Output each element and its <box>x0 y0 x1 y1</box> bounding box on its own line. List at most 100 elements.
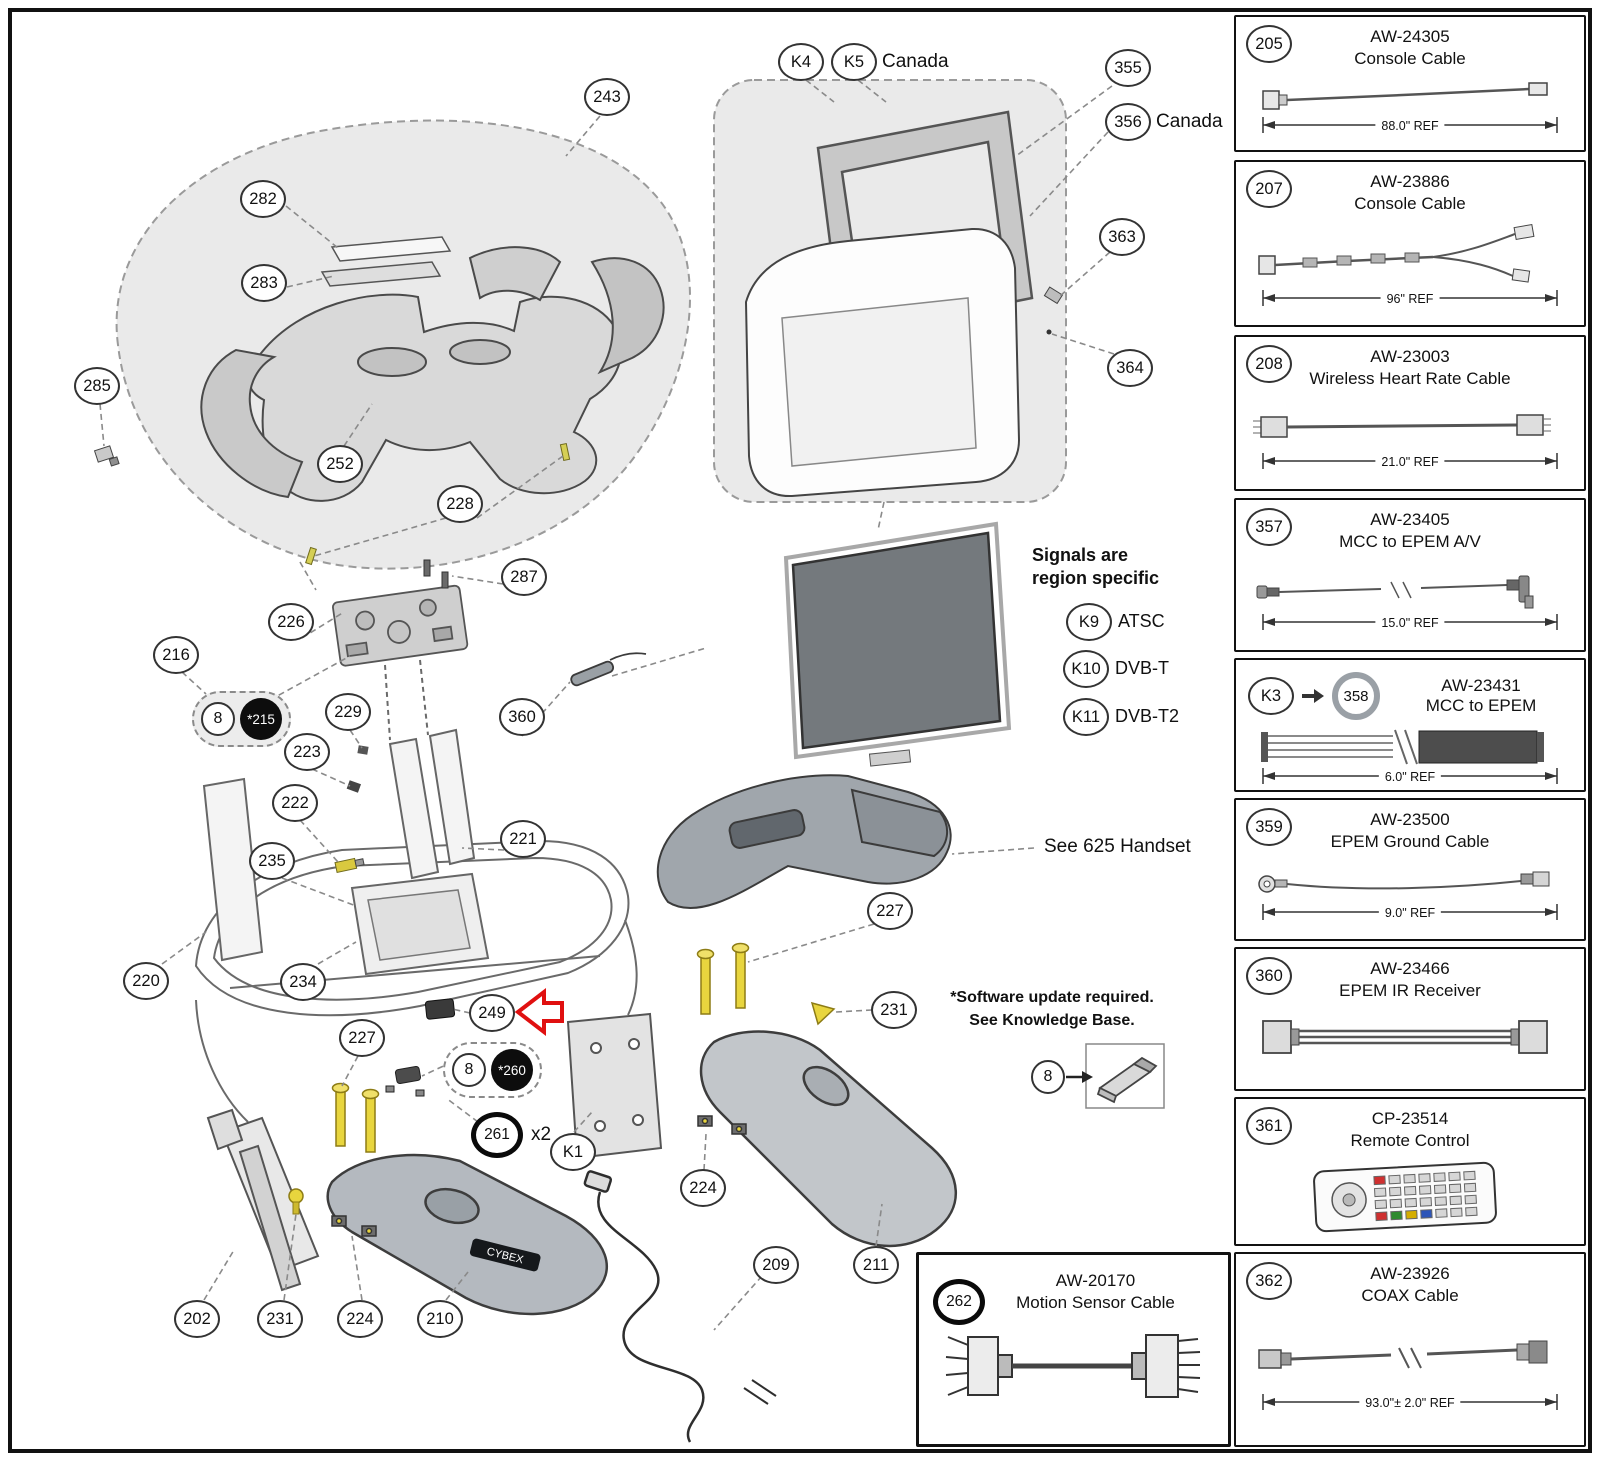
part-number-360: AW-23466 <box>1370 959 1450 978</box>
callout-k11: K11 <box>1063 698 1109 736</box>
callout-262: 262 <box>933 1279 985 1325</box>
handset-note: See 625 Handset <box>1044 836 1191 857</box>
callout-261: 261 <box>471 1112 523 1158</box>
arrow-8-to-usb <box>1066 1071 1093 1083</box>
callout-226: 226 <box>268 603 314 641</box>
callout-359: 359 <box>1246 808 1292 846</box>
remote-art-361 <box>1245 1155 1575 1239</box>
part-name-359: EPEM Ground Cable <box>1330 832 1490 851</box>
tray-234 <box>367 889 471 961</box>
x2-label: x2 <box>531 1124 552 1145</box>
callout-287: 287 <box>501 558 547 596</box>
callout-k4: K4 <box>778 43 824 81</box>
ref-208: 21.0" REF <box>1375 455 1445 469</box>
ref-357: 15.0" REF <box>1375 616 1445 630</box>
part-number-362: AW-23926 <box>1370 1264 1450 1283</box>
callout-228: 228 <box>437 485 483 523</box>
signals-line1: Signals are <box>1032 545 1129 565</box>
part-name-362: COAX Cable <box>1361 1286 1459 1305</box>
ref-207: 96" REF <box>1380 292 1440 306</box>
part-name-205: Console Cable <box>1354 49 1466 68</box>
callout-229: 229 <box>325 693 371 731</box>
cable-art-362: 93.0"± 2.0" REF <box>1245 1310 1575 1422</box>
handrail-210 <box>326 1153 609 1316</box>
callout-210: 210 <box>417 1300 463 1338</box>
pin-231-right <box>810 1001 836 1026</box>
brackets-202 <box>206 1108 320 1292</box>
callout-364: 364 <box>1107 349 1153 387</box>
cable-209 <box>583 1170 777 1443</box>
red-arrow-icon <box>514 987 564 1037</box>
callout-208: 208 <box>1246 345 1292 383</box>
callout-231-right: 231 <box>871 991 917 1029</box>
part-name-361: Remote Control <box>1350 1131 1470 1150</box>
part-229 <box>357 745 369 755</box>
cable-art-360 <box>1245 1005 1575 1071</box>
callout-282: 282 <box>240 180 286 218</box>
callout-227-right: 227 <box>867 892 913 930</box>
handrail-211 <box>699 1030 958 1248</box>
callout-8-software: 8 <box>1031 1060 1065 1094</box>
callout-k9: K9 <box>1066 603 1112 641</box>
callout-234: 234 <box>280 963 326 1001</box>
sidebar-panel-359: 359 AW-23500 EPEM Ground Cable 9.0" REF <box>1234 798 1586 941</box>
nuts-224-left <box>331 1215 377 1237</box>
bracket-220 <box>202 777 264 962</box>
part-260 <box>385 1065 425 1097</box>
screw-231-left <box>288 1188 304 1215</box>
screws-227-right <box>696 942 750 1015</box>
cable-art-205: 88.0" REF <box>1245 73 1575 137</box>
part-360-ir-receiver <box>570 652 647 687</box>
callout-260: *260 <box>491 1049 533 1091</box>
callout-249: 249 <box>469 994 515 1032</box>
screws-287 <box>423 559 449 589</box>
callout-224-left: 224 <box>337 1300 383 1338</box>
callout-360: 360 <box>1246 957 1292 995</box>
sidebar-panel-205: 205 AW-24305 Console Cable 88.0" REF <box>1234 15 1586 152</box>
point-364 <box>1046 329 1052 335</box>
callout-222: 222 <box>272 784 318 822</box>
cable-art-359: 9.0" REF <box>1245 856 1575 924</box>
cable-art-207: 96" REF <box>1245 218 1575 310</box>
bottom-panel-262: 262 AW-20170 Motion Sensor Cable <box>916 1252 1231 1447</box>
part-282 <box>330 236 452 262</box>
callout-209: 209 <box>753 1246 799 1284</box>
callout-360-diagram: 360 <box>499 698 545 736</box>
software-note-line2: See Knowledge Base. <box>969 1012 1135 1030</box>
part-name-358: MCC to EPEM <box>1425 696 1537 715</box>
canada-label-356: Canada <box>1156 111 1223 132</box>
k9-label: ATSC <box>1118 611 1165 631</box>
ref-359: 9.0" REF <box>1378 906 1442 920</box>
callout-356: 356 <box>1105 103 1151 141</box>
software-note-line1: *Software update required. <box>950 989 1154 1006</box>
tv-display <box>783 521 1012 767</box>
part-223 <box>346 780 362 793</box>
callout-220: 220 <box>123 962 169 1000</box>
callout-205: 205 <box>1246 25 1292 63</box>
callout-216: 216 <box>153 636 199 674</box>
callout-283: 283 <box>241 264 287 302</box>
callout-207: 207 <box>1246 170 1292 208</box>
nuts-224-right <box>697 1115 747 1135</box>
part-number-207: AW-23886 <box>1370 172 1450 191</box>
ref-205: 88.0" REF <box>1375 119 1445 133</box>
callout-215: *215 <box>240 698 282 740</box>
cable-art-262 <box>924 1317 1224 1421</box>
canada-label-k5: Canada <box>882 51 949 72</box>
sidebar-panel-362: 362 AW-23926 COAX Cable 93.0"± 2.0" REF <box>1234 1252 1586 1447</box>
sidebar-panel-361: 361 CP-23514 Remote Control <box>1234 1097 1586 1246</box>
page-border <box>8 8 1592 1453</box>
part-249 <box>424 998 456 1020</box>
callout-252: 252 <box>317 445 363 483</box>
callout-8-a: 8 <box>201 702 235 736</box>
signals-line2: region specific <box>1032 568 1160 589</box>
leader-lines <box>99 79 1115 1331</box>
part-363 <box>1043 286 1064 305</box>
post-221a <box>388 737 440 880</box>
part-222 <box>334 857 365 874</box>
software-note: *Software update required. See Knowledge… <box>928 986 1176 1032</box>
part-number-205: AW-24305 <box>1370 27 1450 46</box>
callout-361: 361 <box>1246 1107 1292 1145</box>
callout-224-right: 224 <box>680 1169 726 1207</box>
